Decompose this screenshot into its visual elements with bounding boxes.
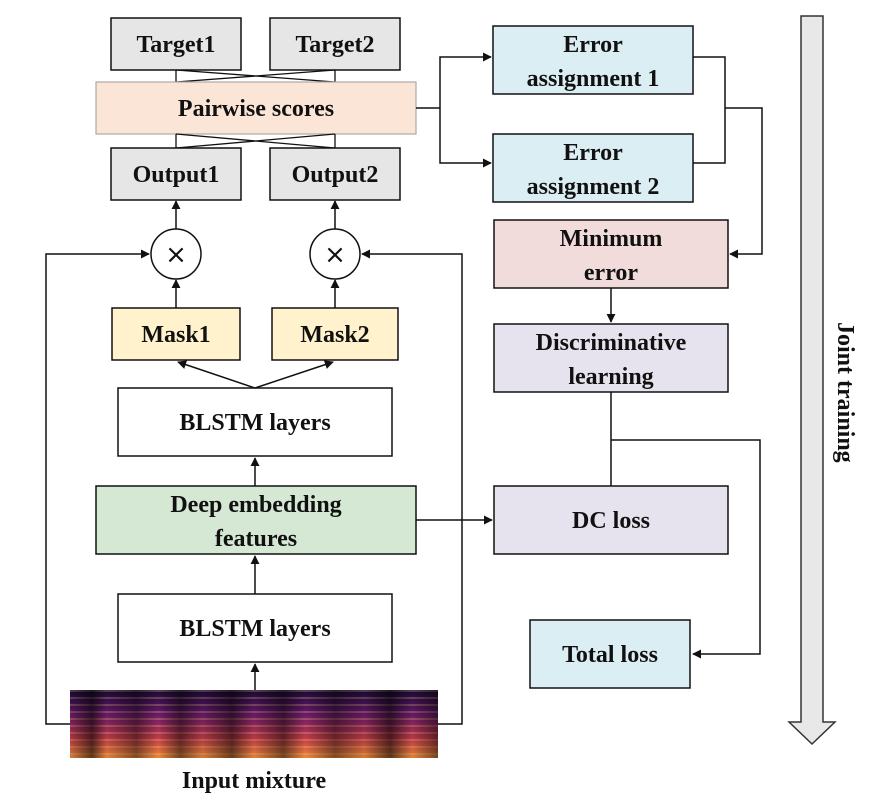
target2-box: Target2 bbox=[269, 17, 401, 71]
arrow-blstm-mask1 bbox=[177, 360, 256, 389]
target1-box: Target1 bbox=[110, 17, 242, 71]
svg-text:learning: learning bbox=[568, 364, 653, 390]
error-assignment-2-box: Error assignment 2 bbox=[492, 133, 694, 203]
line-error2-merge bbox=[693, 108, 726, 164]
svg-text:Discriminative: Discriminative bbox=[536, 330, 687, 356]
arrow-to-minimum-error bbox=[725, 107, 763, 259]
minimum-error-box: Minimum error bbox=[493, 219, 729, 289]
svg-text:BLSTM layers: BLSTM layers bbox=[179, 410, 330, 436]
blstm-bottom-box: BLSTM layers bbox=[117, 593, 393, 663]
svg-text:Error: Error bbox=[563, 32, 623, 58]
skip-line-right bbox=[361, 249, 463, 725]
arrow-to-total-loss bbox=[611, 439, 761, 659]
joint-training-arrow bbox=[787, 15, 837, 746]
arrow-to-error2 bbox=[439, 108, 492, 168]
svg-text:Deep embedding: Deep embedding bbox=[170, 492, 341, 518]
svg-text:Output2: Output2 bbox=[292, 162, 379, 188]
mask2-box: Mask2 bbox=[271, 307, 399, 361]
target-cross-lines bbox=[175, 69, 336, 83]
svg-text:error: error bbox=[584, 260, 639, 286]
svg-text:assignment 1: assignment 1 bbox=[527, 66, 660, 92]
svg-text:BLSTM layers: BLSTM layers bbox=[179, 616, 330, 642]
line-error1-merge bbox=[693, 56, 726, 108]
svg-text:×: × bbox=[324, 240, 346, 270]
svg-text:×: × bbox=[165, 240, 187, 270]
deep-embedding-box: Deep embedding features bbox=[95, 485, 417, 555]
svg-text:Target2: Target2 bbox=[295, 32, 374, 58]
output1-box: Output1 bbox=[110, 147, 242, 201]
svg-text:Mask2: Mask2 bbox=[300, 322, 369, 348]
total-loss-box: Total loss bbox=[529, 619, 691, 689]
arrow-to-error1 bbox=[439, 52, 492, 108]
arrow-blstm-mask2 bbox=[254, 360, 334, 389]
output2-box: Output2 bbox=[269, 147, 401, 201]
input-mixture-label: Input mixture bbox=[182, 768, 327, 794]
svg-text:Target1: Target1 bbox=[136, 32, 215, 58]
svg-text:Pairwise scores: Pairwise scores bbox=[178, 96, 334, 122]
dc-loss-box: DC loss bbox=[493, 485, 729, 555]
error-assignment-1-box: Error assignment 1 bbox=[492, 25, 694, 95]
svg-text:DC loss: DC loss bbox=[572, 508, 650, 534]
svg-text:Minimum: Minimum bbox=[560, 226, 663, 252]
svg-text:assignment 2: assignment 2 bbox=[527, 174, 660, 200]
input-spectrogram bbox=[70, 690, 438, 758]
multiply-node-1: × bbox=[150, 228, 202, 280]
pairwise-scores-box: Pairwise scores bbox=[95, 81, 417, 135]
blstm-top-box: BLSTM layers bbox=[117, 387, 393, 457]
skip-line-left bbox=[45, 249, 150, 725]
mask1-box: Mask1 bbox=[111, 307, 241, 361]
multiply-node-2: × bbox=[309, 228, 361, 280]
svg-text:features: features bbox=[215, 526, 297, 552]
discriminative-learning-box: Discriminative learning bbox=[493, 323, 729, 393]
output-cross-lines bbox=[175, 133, 336, 149]
joint-training-label: Joint training bbox=[832, 322, 858, 463]
svg-text:Output1: Output1 bbox=[133, 162, 220, 188]
svg-text:Mask1: Mask1 bbox=[141, 322, 210, 348]
svg-text:Error: Error bbox=[563, 140, 623, 166]
svg-text:Total loss: Total loss bbox=[562, 642, 658, 668]
